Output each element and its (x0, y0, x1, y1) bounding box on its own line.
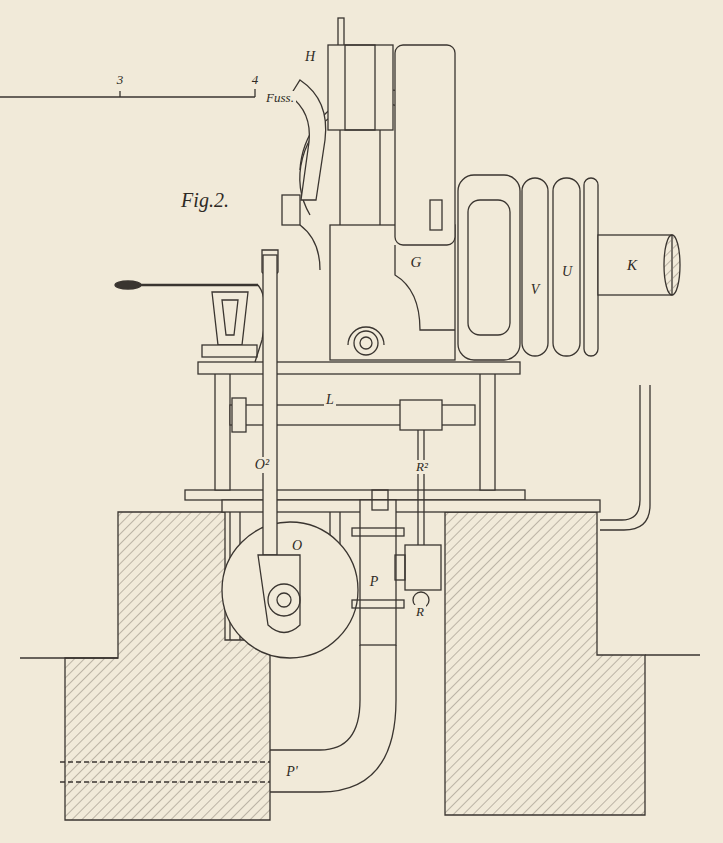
part-label: O (290, 538, 304, 553)
scale-number: 3 (115, 73, 126, 87)
part-label: K (625, 257, 639, 274)
scale-number: Fuss. (264, 91, 296, 105)
part-label: U (560, 264, 574, 279)
part-label: V (529, 282, 542, 297)
part-label: L (324, 392, 336, 407)
part-label: R (414, 605, 426, 619)
part-label: G (409, 254, 424, 271)
part-label: P' (284, 764, 300, 779)
part-label: O² (253, 457, 271, 472)
drawing-lines (0, 18, 700, 820)
part-label: H (303, 49, 317, 64)
figure-number: Fig.2. (179, 189, 231, 211)
part-label: R² (414, 460, 430, 474)
scale-number: 4 (250, 73, 261, 87)
part-label: P (368, 574, 381, 589)
